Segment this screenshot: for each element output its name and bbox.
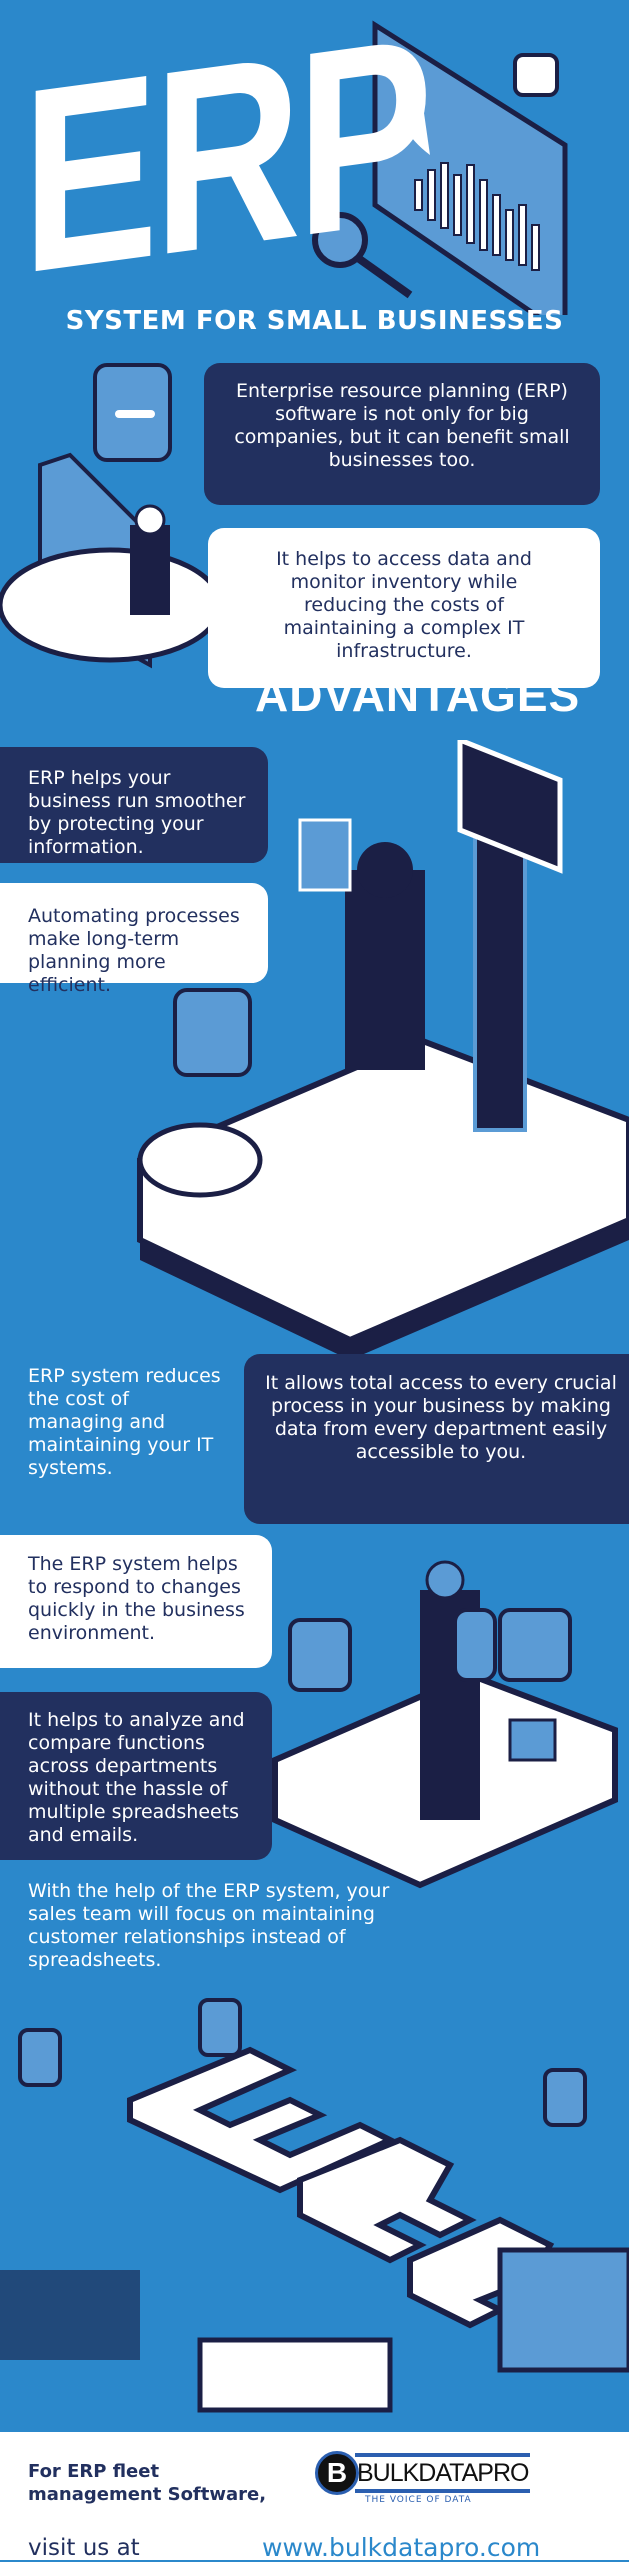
monitor-chart-illustration <box>312 20 568 315</box>
advantage-card-5: The ERP system helps to respond to chang… <box>0 1535 272 1668</box>
advantage-text-7: With the help of the ERP system, your sa… <box>28 1880 390 1971</box>
woman-laptop-illustration <box>0 363 220 669</box>
intro-card-1: Enterprise resource planning (ERP) softw… <box>204 363 600 505</box>
logo-bar-top <box>355 2453 530 2457</box>
intro-text-1: Enterprise resource planning (ERP) softw… <box>234 380 570 471</box>
advantage-text-1: ERP helps your business run smoother by … <box>28 767 246 858</box>
footer-cta: For ERP fleet management Software, <box>28 2461 267 2505</box>
erp-logo-title: ERP <box>22 0 429 329</box>
logo-b-circle: B <box>315 2451 359 2495</box>
advantage-text-4: It allows total access to every crucial … <box>265 1372 617 1463</box>
team-erp-letters-illustration <box>0 1998 629 2413</box>
intro-text-2: It helps to access data and monitor inve… <box>276 548 532 662</box>
advantage-card-4: It allows total access to every crucial … <box>244 1354 629 1524</box>
advantage-text-2: Automating processes make long-term plan… <box>28 905 240 996</box>
page-subtitle: SYSTEM FOR SMALL BUSINESSES <box>65 306 564 336</box>
website-link[interactable]: www.bulkdatapro.com <box>262 2533 541 2562</box>
logo-wordmark: BULKDATAPRO <box>357 2459 529 2487</box>
man-phone-platform-illustration <box>272 1560 618 1889</box>
logo-tagline: THE VOICE OF DATA <box>365 2495 472 2505</box>
advantage-card-1: ERP helps your business run smoother by … <box>0 747 268 863</box>
advantages-heading: ADVANTAGES <box>255 669 581 721</box>
intro-card-2: It helps to access data and monitor inve… <box>208 528 600 688</box>
advantage-card-2: Automating processes make long-term plan… <box>0 883 268 996</box>
advantage-card-6: It helps to analyze and compare function… <box>0 1692 272 1860</box>
logo-bar-bottom <box>355 2489 530 2493</box>
advantage-text-3: ERP system reduces the cost of managing … <box>28 1365 221 1479</box>
footer-visit-label: visit us at <box>28 2535 140 2561</box>
bulkdatapro-logo: B BULKDATAPRO THE VOICE OF DATA <box>315 2451 535 2513</box>
advantage-text-5: The ERP system helps to respond to chang… <box>28 1553 245 1644</box>
advantage-text-6: It helps to analyze and compare function… <box>28 1709 245 1846</box>
man-kiosk-platform-illustration <box>137 740 629 1360</box>
